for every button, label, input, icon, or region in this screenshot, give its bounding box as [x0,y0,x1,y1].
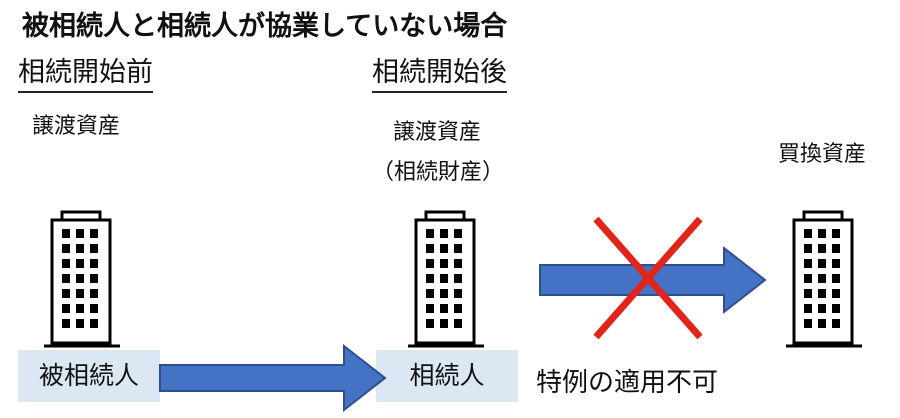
building-icon [408,210,484,348]
asset-label-replacement: 買換資産 [778,142,867,167]
decedent-box: 被相続人 [18,350,160,402]
not-applicable-note: 特例の適用不可 [536,368,719,398]
inheritance-arrow [159,343,387,413]
building-icon [786,210,862,348]
page-title: 被相続人と相続人が協業していない場合 [22,11,508,42]
heading-after-inheritance: 相続開始後 [372,56,507,93]
building-icon [44,210,120,348]
heading-before-inheritance: 相続開始前 [18,56,153,93]
asset-label-transfer-after: 譲渡資産 [393,120,482,145]
asset-sublabel-inherited-property: （相続財産） [372,160,505,185]
asset-label-transfer-before: 譲渡資産 [32,114,121,139]
heir-box: 相続人 [376,350,518,402]
x-mark-icon [593,216,703,340]
